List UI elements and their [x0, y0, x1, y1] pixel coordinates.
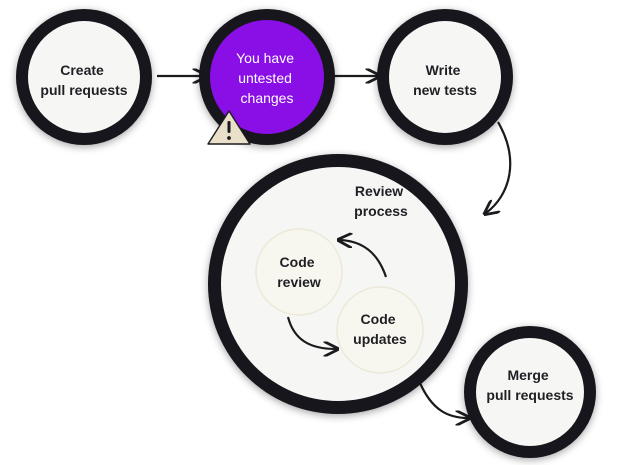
svg-text:Review process: Review process [354, 183, 408, 219]
svg-text:Code review: Code review [277, 254, 321, 290]
node-code-review-label-line1: Code [280, 254, 315, 270]
svg-text:Create pull requests: Create pull requests [40, 62, 127, 98]
arrow-review-to-updates [286, 316, 336, 349]
svg-text:You have untested: You have untested changes [236, 50, 298, 106]
node-review-process: Review process Code review Code updates [208, 154, 468, 414]
node-review-label-line2: process [354, 203, 408, 219]
svg-text:Code updates: Code updates [353, 311, 407, 347]
warning-icon [207, 110, 251, 145]
node-create-label-line1: Create [60, 62, 104, 78]
node-untested-changes: You have untested changes [199, 9, 335, 145]
node-untested-label-line2: untested [238, 70, 292, 86]
node-code-updates-label-line2: updates [353, 331, 407, 347]
arrow-write-to-review [486, 121, 512, 213]
node-code-updates-label-line1: Code [361, 311, 396, 327]
node-create-pull-requests: Create pull requests [16, 9, 152, 145]
node-code-updates: Code updates [336, 286, 424, 374]
node-write-new-tests: Write new tests [377, 9, 513, 145]
node-code-review-label-line2: review [277, 274, 321, 290]
node-write-label-line2: new tests [413, 82, 477, 98]
arrow-updates-to-review [340, 240, 388, 278]
node-untested-label-line1: You have [236, 50, 294, 66]
node-merge-label-line1: Merge [507, 367, 548, 383]
node-review-label-line1: Review [355, 183, 403, 199]
arrow-review-to-merge [418, 382, 468, 418]
node-merge-label-line2: pull requests [486, 387, 573, 403]
node-code-review: Code review [255, 228, 343, 316]
node-merge-pull-requests: Merge pull requests [464, 326, 596, 458]
svg-text:Write new tests: Write new tests [413, 62, 477, 98]
node-write-label-line1: Write [426, 62, 461, 78]
node-create-label-line2: pull requests [40, 82, 127, 98]
svg-text:Merge pull requests: Merge pull requests [486, 367, 573, 403]
node-untested-label-line3: changes [241, 90, 294, 106]
